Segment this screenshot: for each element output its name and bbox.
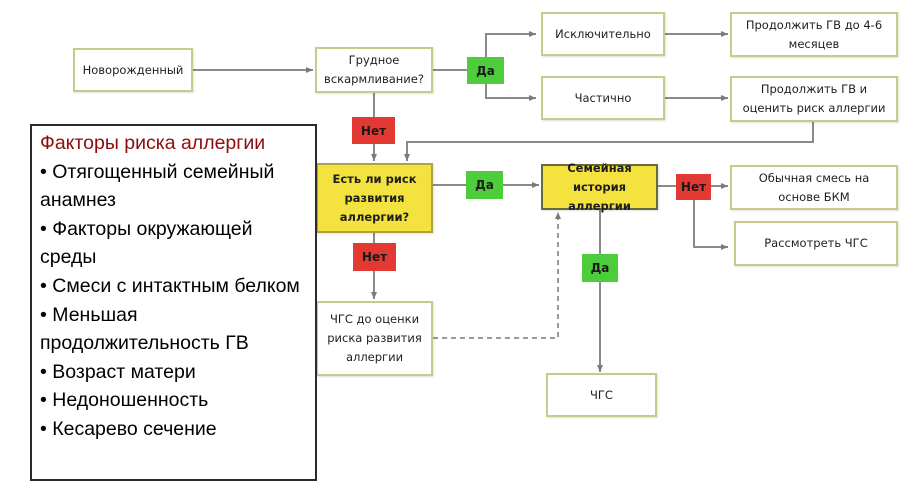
node-breastfeeding: Грудное вскармливание? xyxy=(315,47,433,93)
badge-yes-family-label: Да xyxy=(590,261,610,275)
badge-no-breastfeeding: Нет xyxy=(352,117,395,144)
node-phf-label: ЧГС xyxy=(590,387,613,402)
node-family-history-label: Семейная история аллергии xyxy=(567,160,632,213)
connector-yes-to-partial xyxy=(485,84,536,101)
risk-factor-item: • Отягощенный семейный анамнез xyxy=(40,160,275,212)
node-phf: ЧГС xyxy=(546,373,657,417)
node-consider-phf-label: Рассмотреть ЧГС xyxy=(764,236,868,250)
node-continue-bf-assess-label: Продолжить ГВ и оценить риск аллергии xyxy=(742,82,886,115)
badge-no-breastfeeding-label: Нет xyxy=(360,123,387,138)
badge-no-risk: Нет xyxy=(353,243,396,271)
node-partial-label: Частично xyxy=(574,90,632,105)
node-exclusive: Исключительно xyxy=(541,12,665,56)
badge-no-family: Нет xyxy=(676,174,711,200)
node-continue-bf-4-6-label: Продолжить ГВ до 4-6 месяцев xyxy=(745,17,883,51)
node-allergy-risk-label: Есть ли риск развития аллергии? xyxy=(332,171,417,224)
badge-yes-family: Да xyxy=(582,254,618,282)
risk-factor-item: • Смеси с интактным белком xyxy=(40,274,300,297)
node-phf-before-assessment: ЧГС до оценки риска развития аллергии xyxy=(316,301,433,376)
badge-yes-risk: Да xyxy=(466,171,503,199)
risk-factors-title: Факторы риска аллергии xyxy=(40,132,266,154)
risk-factor-item: • Возраст матери xyxy=(40,360,196,383)
risk-factors-panel: Факторы риска аллергии • Отягощенный сем… xyxy=(30,124,317,481)
badge-yes-risk-label: Да xyxy=(475,178,494,192)
risk-factor-item: • Недоношенность xyxy=(40,389,209,412)
node-breastfeeding-label: Грудное вскармливание? xyxy=(324,53,424,86)
node-newborn-label: Новорожденный xyxy=(82,62,184,77)
risk-factor-item: • Меньшая продолжительность ГВ xyxy=(40,303,249,355)
connector-assess-to-risk xyxy=(404,122,814,161)
node-regular-formula: Обычная смесь на основе БКМ xyxy=(730,165,898,210)
node-newborn: Новорожденный xyxy=(73,48,193,92)
node-consider-phf: Рассмотреть ЧГС xyxy=(734,221,898,266)
node-exclusive-label: Исключительно xyxy=(555,26,651,41)
node-family-history: Семейная история аллергии xyxy=(541,161,658,213)
connector-phf-before-to-family-dashed xyxy=(433,212,561,339)
node-allergy-risk: Есть ли риск развития аллергии? xyxy=(316,163,433,233)
node-continue-bf-4-6: Продолжить ГВ до 4-6 месяцев xyxy=(730,12,898,57)
risk-factor-item: • Кесарево сечение xyxy=(40,417,217,440)
risk-factor-item: • Факторы окружающей среды xyxy=(40,217,253,269)
badge-no-risk-label: Нет xyxy=(361,250,388,264)
connector-yes-to-exclusive xyxy=(485,31,536,57)
badge-no-family-label: Нет xyxy=(680,180,707,194)
node-regular-formula-label: Обычная смесь на основе БКМ xyxy=(758,170,870,204)
badge-yes-breastfeeding: Да xyxy=(467,57,504,84)
node-phf-before-assessment-label: ЧГС до оценки риска развития аллергии xyxy=(327,312,422,364)
badge-yes-breastfeeding-label: Да xyxy=(476,63,495,78)
node-partial: Частично xyxy=(541,76,665,120)
connector-no-to-consider xyxy=(693,199,728,250)
node-continue-bf-assess: Продолжить ГВ и оценить риск аллергии xyxy=(730,76,898,122)
